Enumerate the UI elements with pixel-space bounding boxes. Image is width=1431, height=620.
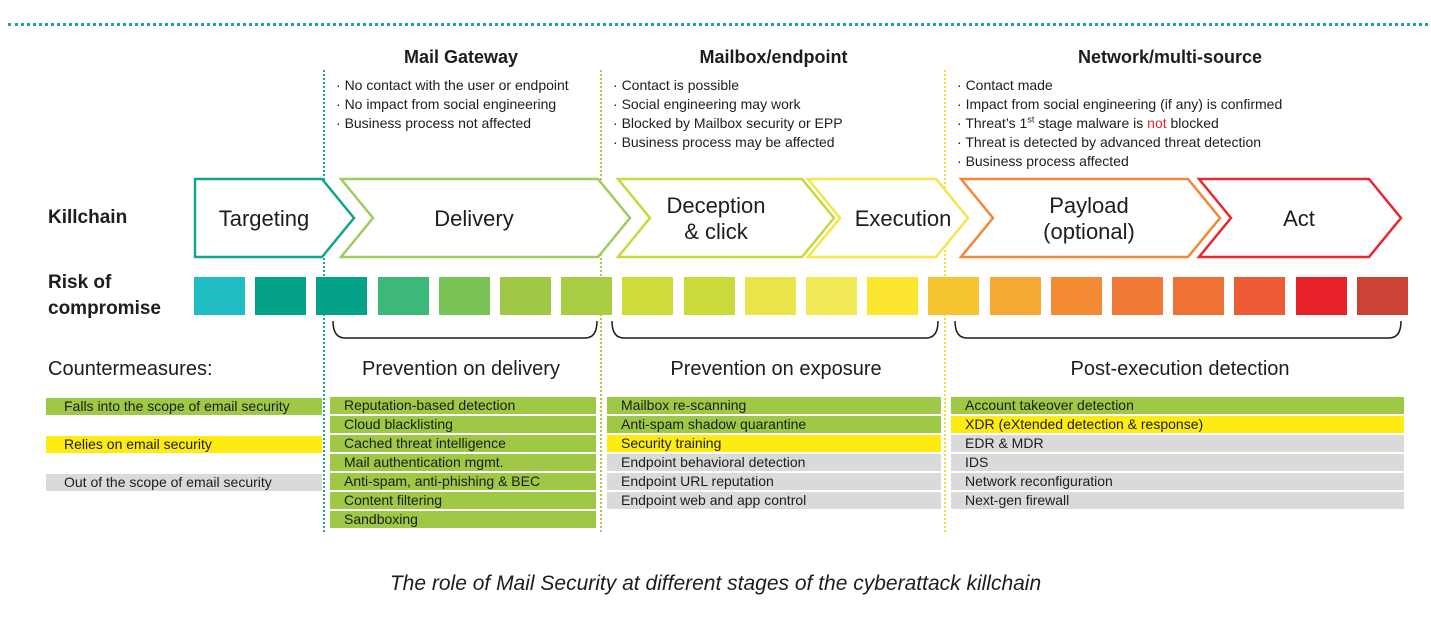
stage-title-network: Network/multi-source	[1077, 47, 1263, 67]
brace-delivery	[332, 320, 598, 339]
risk-square	[683, 277, 735, 315]
chevron-label-act: Act	[1283, 206, 1315, 231]
figure-caption: The role of Mail Security at different s…	[389, 572, 1042, 595]
countermeasure-item: Cached threat intelligence	[330, 435, 596, 452]
bullet-item: · Contact is possible	[613, 77, 740, 93]
section-title-delivery: Prevention on delivery	[362, 358, 560, 380]
bullet-item: · No impact from social engineering	[336, 96, 557, 112]
risk-square	[377, 277, 429, 315]
risk-square	[989, 277, 1041, 315]
bullet-item: · No contact with the user or endpoint	[336, 77, 569, 93]
chevron-deception	[615, 177, 836, 259]
top-dotted-rule	[8, 23, 1428, 26]
bullet-item: · Threat is detected by advanced threat …	[957, 134, 1262, 150]
risk-square	[1234, 277, 1286, 315]
risk-square	[1356, 277, 1408, 315]
countermeasure-item: XDR (eXtended detection & response)	[951, 416, 1404, 433]
countermeasure-item: IDS	[951, 454, 1404, 471]
countermeasures-label: Countermeasures:	[48, 358, 213, 380]
risk-square	[1050, 277, 1102, 315]
stage-bullets-mailbox: · Contact is possible · Social engineeri…	[613, 76, 843, 152]
legend-email-scope: Falls into the scope of email security	[46, 398, 322, 415]
risk-square	[1173, 277, 1225, 315]
countermeasure-item: EDR & MDR	[951, 435, 1404, 452]
row-label-killchain: Killchain	[48, 207, 128, 228]
risk-square	[500, 277, 551, 315]
countermeasure-item: Security training	[607, 435, 941, 452]
chevron-label-payload: Payload (optional)	[985, 180, 1193, 258]
bullet-item: · Impact from social engineering (if any…	[957, 96, 1283, 112]
bullet-item: · Blocked by Mailbox security or EPP	[613, 115, 843, 131]
risk-square	[867, 277, 919, 315]
killchain-chevrons	[193, 177, 1403, 259]
bullet-item: · Business process affected	[957, 153, 1129, 169]
payload-line2: (optional)	[1043, 219, 1135, 244]
countermeasure-item: Mail authentication mgmt.	[330, 454, 596, 471]
countermeasure-item: Cloud blacklisting	[330, 416, 596, 433]
row-label-risk-line2: compromise	[48, 298, 161, 319]
risk-square	[255, 277, 307, 315]
countermeasure-item: Anti-spam shadow quarantine	[607, 416, 941, 433]
brace-post	[954, 320, 1402, 339]
risk-square	[561, 277, 613, 315]
countermeasure-item: Endpoint web and app control	[607, 492, 941, 509]
countermeasure-item: Endpoint URL reputation	[607, 473, 941, 490]
chevron-payload	[958, 177, 1222, 259]
risk-square	[438, 277, 490, 315]
section-title-post: Post-execution detection	[1070, 358, 1290, 380]
countermeasure-item: Endpoint behavioral detection	[607, 454, 941, 471]
countermeasure-item: Account takeover detection	[951, 397, 1404, 414]
row-label-risk: Risk of compromise	[48, 270, 161, 322]
legend-relies-email: Relies on email security	[46, 436, 322, 453]
countermeasure-item: Sandboxing	[330, 511, 596, 528]
risk-square	[806, 277, 857, 315]
chevron-label-targeting: Targeting	[218, 206, 310, 231]
risk-square	[622, 277, 674, 315]
stage-title-mailbox: Mailbox/endpoint	[699, 47, 848, 67]
countermeasure-item: Next-gen firewall	[951, 492, 1404, 509]
risk-square	[1295, 277, 1347, 315]
bullet-item: · Threat’s 1st stage malware is not bloc…	[957, 114, 1219, 131]
chevron-label-delivery: Delivery	[434, 206, 514, 231]
stage-bullets-gateway: · No contact with the user or endpoint ·…	[336, 76, 569, 133]
chevron-delivery	[338, 177, 632, 259]
stage-title-mail-gateway: Mail Gateway	[403, 47, 519, 67]
deception-line2: & click	[684, 219, 748, 244]
section-title-exposure: Prevention on exposure	[670, 358, 882, 380]
countermeasure-item: Anti-spam, anti-phishing & BEC	[330, 473, 596, 490]
bullet-item: · Business process may be affected	[613, 134, 835, 150]
risk-square	[1112, 277, 1163, 315]
chevron-targeting	[193, 177, 356, 259]
countermeasure-item: Reputation-based detection	[330, 397, 596, 414]
chevron-label-deception: Deception & click	[640, 180, 792, 258]
risk-square	[194, 277, 245, 315]
section-braces	[332, 320, 1402, 339]
row-label-risk-line1: Risk of	[48, 272, 112, 293]
bullet-item: · Contact made	[957, 77, 1053, 93]
countermeasure-item: Network reconfiguration	[951, 473, 1404, 490]
chevron-act	[1196, 177, 1403, 259]
stage-bullets-network: · Contact made · Impact from social engi…	[957, 76, 1282, 171]
chevron-execution	[805, 177, 970, 259]
deception-line1: Deception	[666, 193, 766, 218]
risk-square	[928, 277, 980, 315]
payload-line1: Payload	[1049, 193, 1129, 218]
bullet-item: · Business process not affected	[336, 115, 532, 131]
risk-square	[316, 277, 368, 315]
countermeasure-item: Mailbox re-scanning	[607, 397, 941, 414]
chevron-label-execution: Execution	[854, 206, 952, 231]
bullet-item: · Social engineering may work	[613, 96, 801, 112]
risk-square	[744, 277, 796, 315]
countermeasure-item: Content filtering	[330, 492, 596, 509]
brace-exposure	[611, 320, 939, 339]
legend-out-of-scope: Out of the scope of email security	[46, 474, 322, 491]
